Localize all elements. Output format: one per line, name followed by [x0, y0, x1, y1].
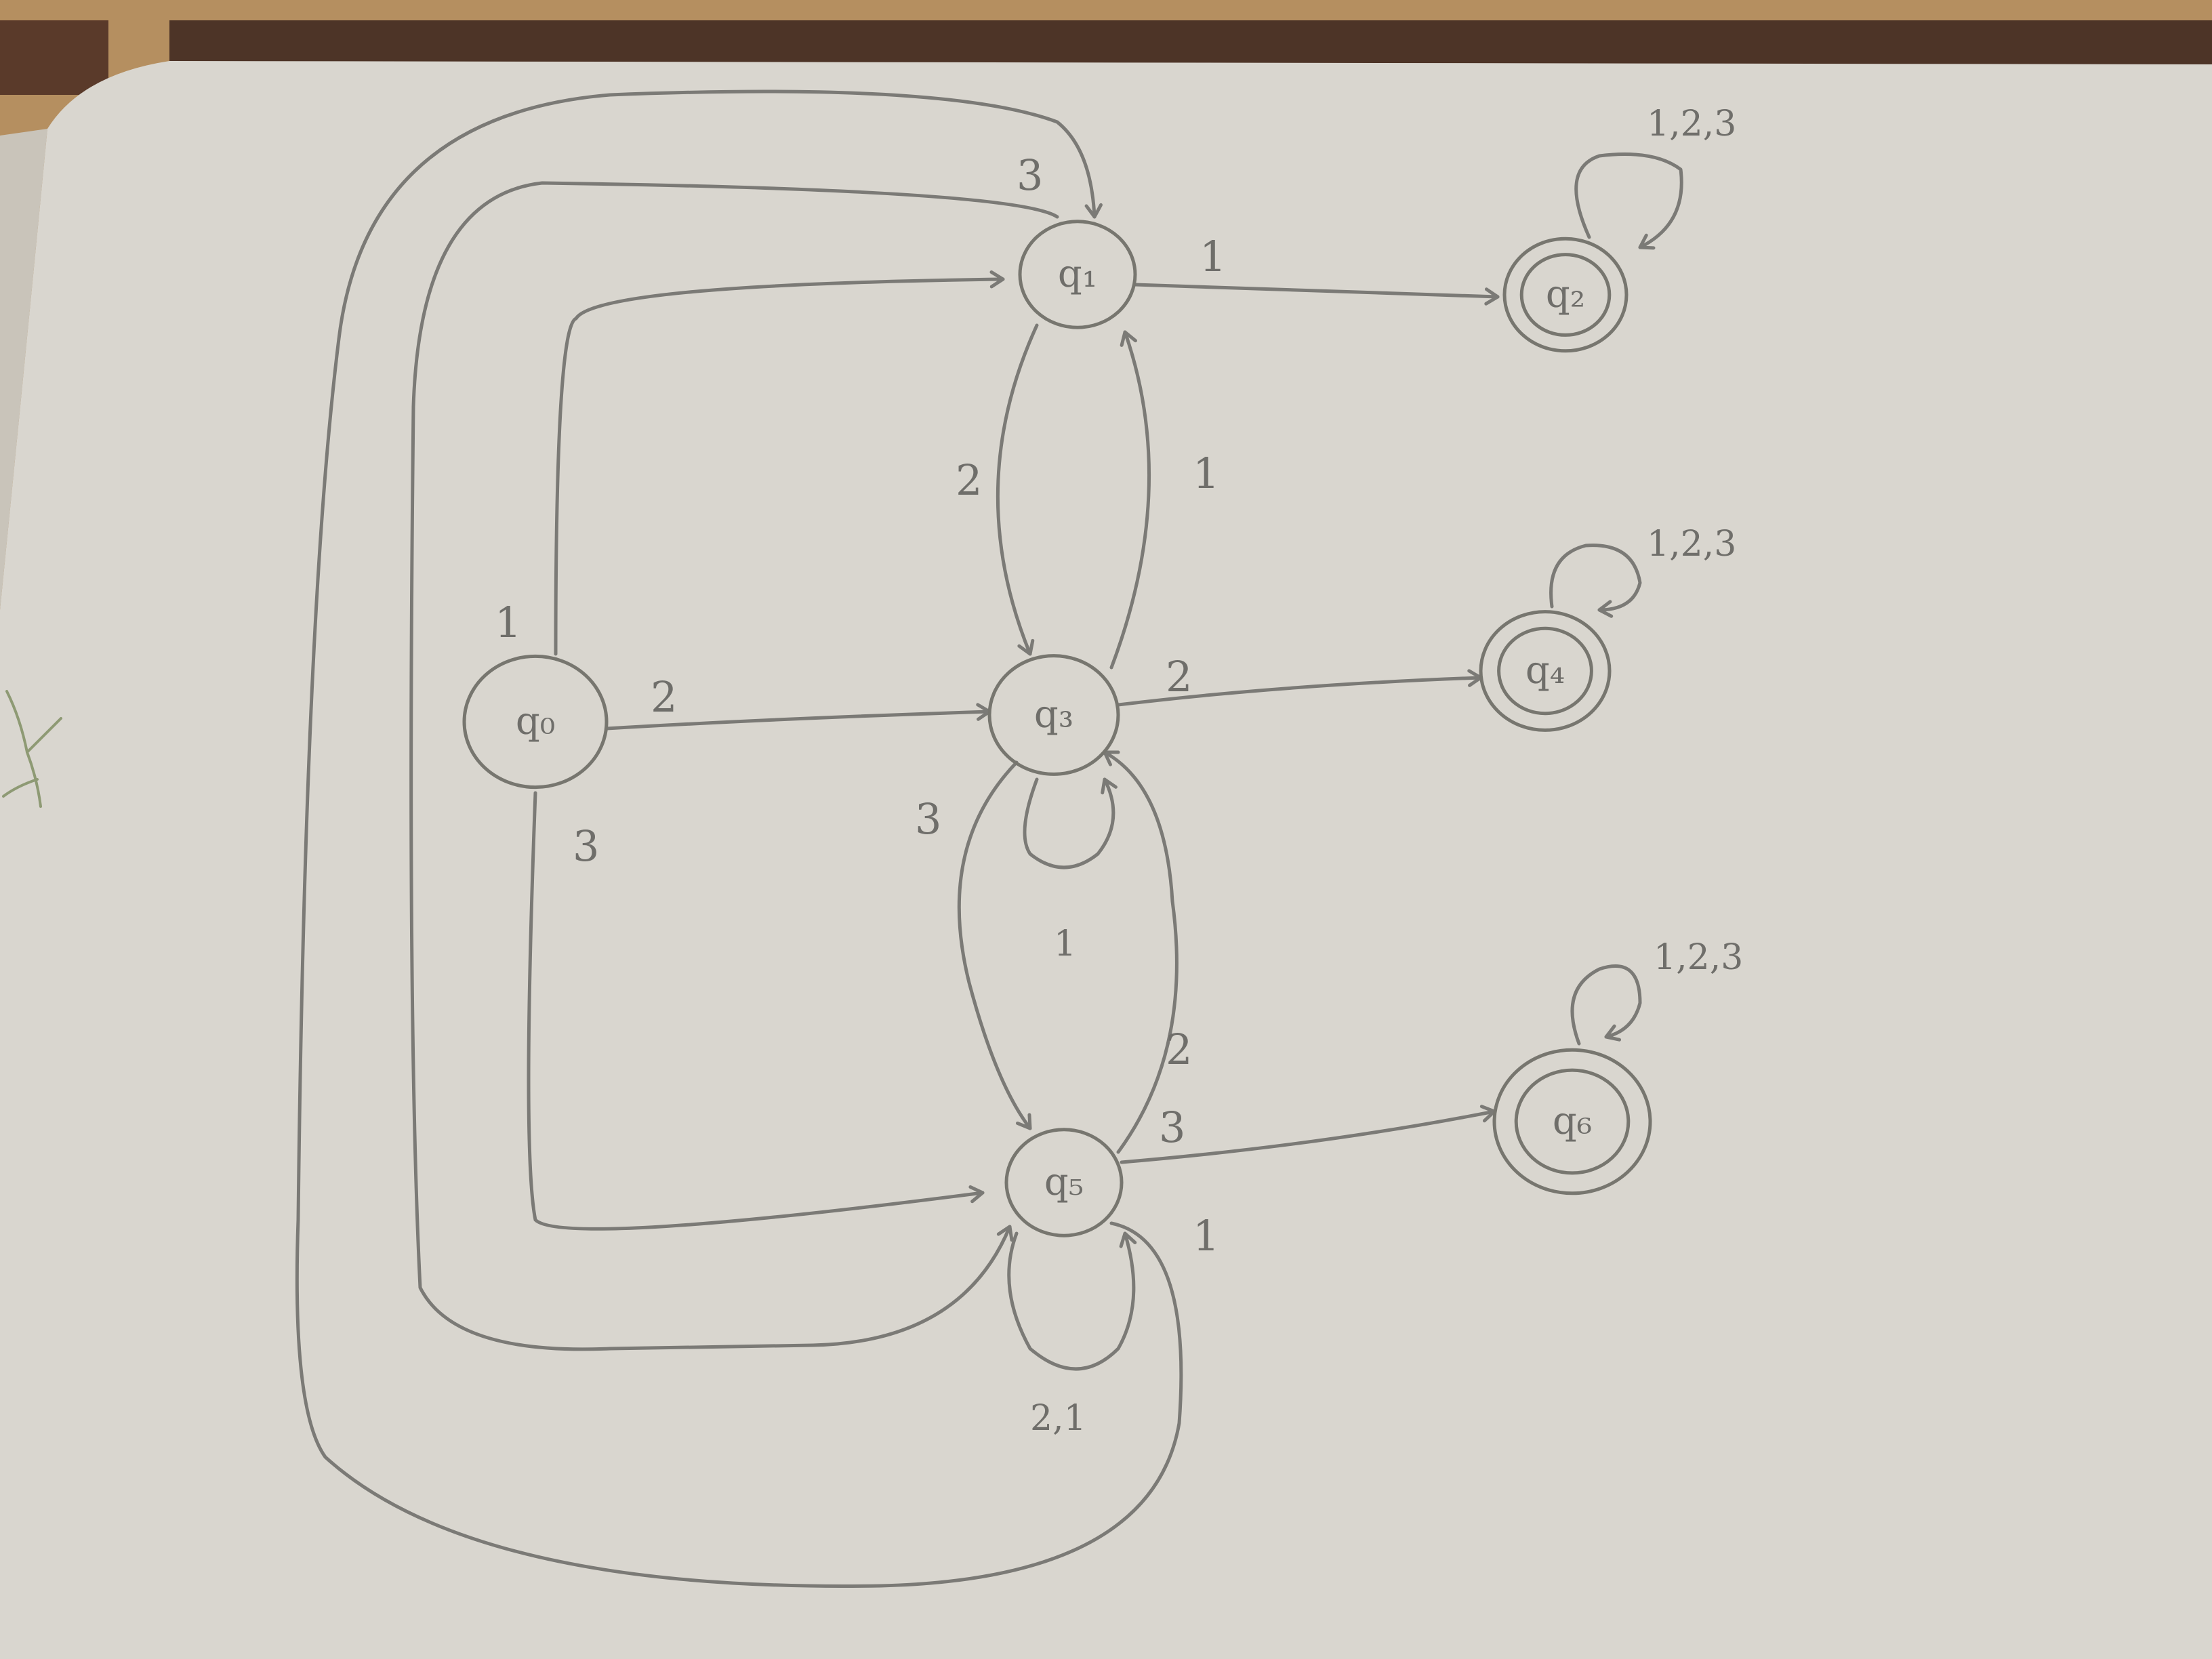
transition-q3-q5 — [957, 760, 1032, 1130]
transition-q0-q5 — [527, 791, 985, 1231]
transition-label-q3-q4: 2 — [1166, 652, 1192, 701]
self-loop-arrowhead-q5 — [1119, 1231, 1137, 1248]
state-q4-accept-ring — [1497, 626, 1593, 716]
self-loop-q5 — [1007, 1231, 1136, 1371]
state-q1-label: q₁ — [1058, 252, 1097, 296]
transition-q1-q2 — [1133, 283, 1500, 299]
self-loop-q4 — [1549, 544, 1642, 612]
transition-label-q0-q5: 3 — [573, 821, 599, 871]
state-q6-label: q₆ — [1553, 1099, 1592, 1143]
self-loop-label-q3: 1 — [1054, 924, 1076, 964]
transition-label-q3-q5: 3 — [915, 794, 941, 844]
transition-q1-q3 — [996, 323, 1039, 656]
arrowhead-q1-q2 — [1484, 287, 1500, 306]
transition-q5-q1 — [295, 89, 1183, 1588]
transition-label-q0-q3: 2 — [651, 672, 677, 722]
transition-label-q5-q1: 1 — [1193, 1211, 1219, 1261]
state-q3-label: q₃ — [1034, 693, 1073, 737]
transition-q3-q1 — [1109, 330, 1151, 670]
state-q0-circle — [462, 654, 609, 790]
book-cover-corner — [0, 20, 108, 95]
plant-doodle — [2, 690, 62, 808]
state-q6-accept-ring — [1514, 1068, 1631, 1175]
page-shadow — [0, 129, 47, 610]
state-q6-circle — [1492, 1048, 1652, 1195]
self-loop-arrowhead-q3 — [1101, 777, 1118, 795]
self-loop-q3 — [1023, 777, 1115, 869]
transition-q0-q3 — [605, 710, 991, 731]
transition-label-q1-q5: 3 — [1017, 150, 1043, 200]
arrowhead-q1-q5 — [996, 1225, 1014, 1242]
transition-q5-q6 — [1120, 1109, 1496, 1164]
state-q2-circle — [1502, 237, 1629, 353]
transition-label-q1-q2: 1 — [1200, 232, 1226, 281]
transition-label-q1-q3: 2 — [956, 455, 982, 505]
self-loop-label-q4: 1,2,3 — [1647, 524, 1736, 565]
arrowhead-q3-q5 — [1015, 1113, 1032, 1130]
transition-q0-q1 — [554, 277, 1005, 656]
arrowhead-q5-q1 — [1084, 203, 1103, 219]
self-loop-q2 — [1574, 152, 1683, 249]
state-q5-circle — [1004, 1128, 1124, 1237]
state-q0-label: q₀ — [516, 699, 555, 743]
state-q2-accept-ring — [1519, 253, 1612, 337]
transition-label-q5-q6: 3 — [1159, 1103, 1185, 1152]
self-loop-q6 — [1570, 964, 1642, 1046]
arrowhead-q3-q1 — [1120, 330, 1137, 347]
self-loop-arrowhead-q4 — [1597, 600, 1614, 618]
arrowhead-q0-q5 — [968, 1185, 985, 1204]
state-q2-label: q₂ — [1546, 272, 1585, 316]
transition-q5-q3 — [1103, 750, 1179, 1154]
transition-label-q5-q3: 2 — [1166, 1025, 1192, 1074]
self-loop-arrowhead-q6 — [1604, 1024, 1622, 1042]
transition-q1-q5 — [409, 181, 1059, 1351]
transition-q3-q4 — [1116, 676, 1483, 707]
transition-edges — [295, 89, 1683, 1588]
state-q5-label: q₅ — [1044, 1160, 1084, 1204]
self-loop-label-q5: 2,1 — [1030, 1398, 1086, 1439]
edge-labels: 1 2 3 1 2 3 1 2 3 2 3 1 1,2,3 1 1,2,3 2,1 1,2,3 — [495, 104, 1743, 1439]
transition-label-q0-q1: 1 — [495, 598, 521, 647]
notebook-page — [0, 61, 2212, 1659]
transition-label-q3-q1: 1 — [1193, 449, 1219, 498]
state-q3-circle — [987, 654, 1120, 776]
arrowhead-q0-q1 — [989, 270, 1005, 289]
self-loop-arrowhead-q2 — [1638, 233, 1656, 250]
self-loop-label-q2: 1,2,3 — [1647, 104, 1736, 144]
arrowhead-q1-q3 — [1017, 638, 1035, 656]
state-nodes: q₀ q₁ q₂ q₃ q₄ q₅ q₆ — [462, 220, 1652, 1237]
state-q1-circle — [1018, 220, 1137, 329]
self-loop-label-q6: 1,2,3 — [1654, 937, 1743, 978]
state-q4-label: q₄ — [1525, 649, 1565, 693]
state-q4-circle — [1479, 610, 1612, 732]
